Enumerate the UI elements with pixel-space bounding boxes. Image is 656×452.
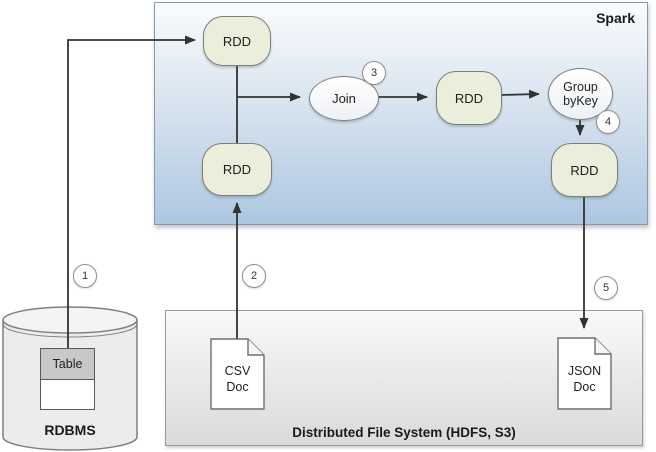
dfs-container-label: Distributed File System (HDFS, S3): [292, 425, 516, 440]
step-badge-4: 4: [596, 110, 620, 134]
rdbms-table: Table: [40, 348, 95, 410]
json-doc-icon: JSON Doc: [557, 337, 612, 410]
step-badge-3: 3: [362, 61, 386, 85]
rdbms-label: RDBMS: [44, 422, 96, 438]
spark-container-label: Spark: [596, 10, 635, 26]
json-doc-label: JSON Doc: [567, 363, 602, 394]
node-rdd-3: RDD: [436, 71, 502, 125]
rdbms-table-label: Table: [41, 349, 94, 380]
csv-doc-icon: CSV Doc: [210, 338, 265, 410]
step-badge-5: 5: [594, 276, 618, 300]
csv-doc-label: CSV Doc: [224, 364, 251, 394]
csv-doc-shape: [210, 338, 265, 410]
node-rdd-4: RDD: [551, 143, 618, 197]
json-doc-shape: [557, 337, 612, 410]
node-rdd-1: RDD: [203, 16, 271, 66]
node-rdd-2: RDD: [202, 143, 272, 196]
step-badge-1: 1: [73, 264, 97, 288]
step-badge-2: 2: [242, 264, 266, 288]
